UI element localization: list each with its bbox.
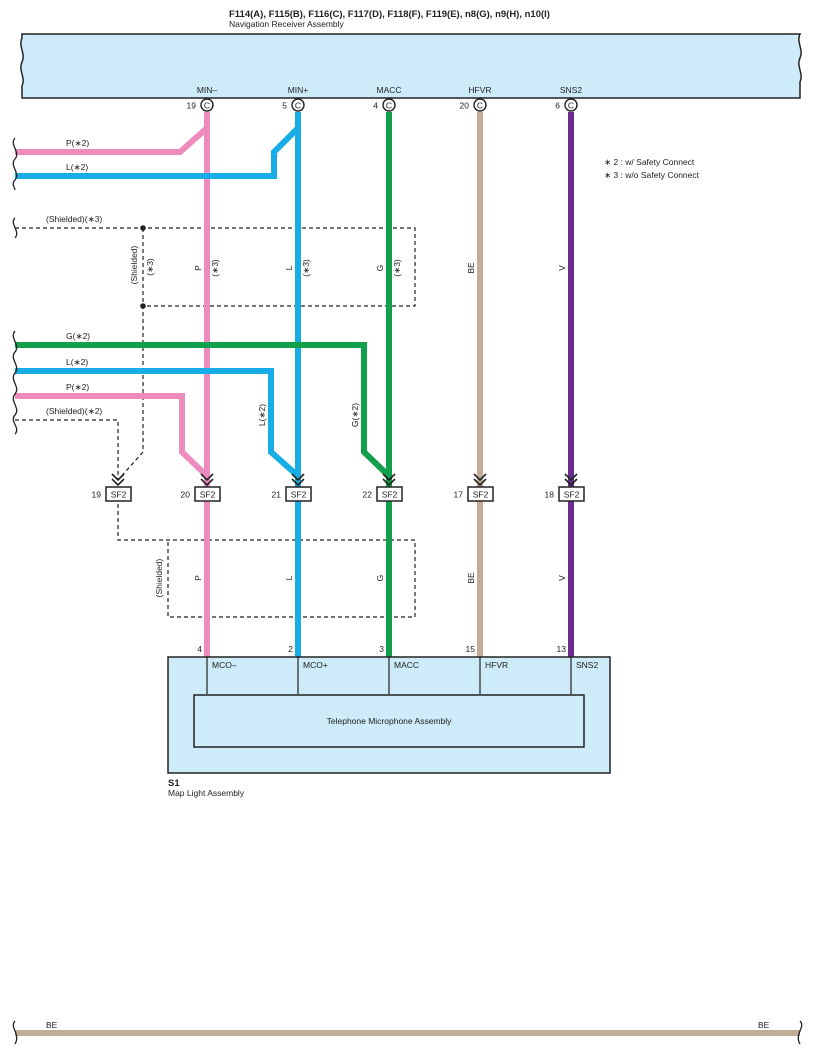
- svg-text:SF2: SF2: [291, 490, 307, 500]
- nav-pin-number: 6: [555, 101, 560, 111]
- note-star-3: ∗ 3 : w/o Safety Connect: [604, 170, 700, 180]
- wire-label-l-diag: L(∗2): [257, 404, 267, 426]
- map-pin-number: 13: [557, 644, 567, 654]
- svg-text:C: C: [204, 101, 210, 111]
- wire-blue-top-branch: [15, 125, 301, 179]
- nav-pin-label-min-minus: MIN–: [197, 85, 218, 95]
- wire-label-be-lower: BE: [466, 572, 476, 584]
- nav-pin-connectors: C C C C C: [200, 98, 578, 112]
- map-pin-number: 2: [288, 644, 293, 654]
- break-marks-left: [12, 137, 803, 1045]
- nav-pin-number: 20: [460, 101, 470, 111]
- svg-text:SF2: SF2: [111, 490, 127, 500]
- wire-label-star3: (∗3): [210, 259, 220, 277]
- map-pin-label-macc: MACC: [394, 660, 419, 670]
- wire-label-shielded-lower: (Shielded): [154, 558, 164, 597]
- splice-number: 22: [363, 490, 373, 500]
- map-pin-label-mco-minus: MCO–: [212, 660, 237, 670]
- map-light-name: Map Light Assembly: [168, 788, 245, 798]
- shield-junction-dot: [140, 225, 146, 231]
- wire-label-be-upper: BE: [466, 262, 476, 274]
- svg-text:C: C: [568, 101, 574, 111]
- wire-label-g-lower: G: [375, 575, 385, 582]
- nav-pin-number: 4: [373, 101, 378, 111]
- wire-label-p-lower: P: [193, 575, 203, 581]
- wire-green-mid-branch: [15, 342, 392, 479]
- nav-pin-label-macc: MACC: [376, 85, 401, 95]
- map-pin-label-hfvr: HFVR: [485, 660, 508, 670]
- wire-label-l-mid: L(∗2): [66, 357, 88, 367]
- wire-label-p-mid: P(∗2): [66, 382, 89, 392]
- shield-outline-top: [15, 227, 416, 452]
- svg-text:C: C: [295, 101, 301, 111]
- splice-chevrons: [111, 473, 578, 487]
- splice-number: 18: [545, 490, 555, 500]
- svg-text:SF2: SF2: [564, 490, 580, 500]
- wire-label-g-diag: G(∗2): [350, 403, 360, 427]
- telephone-microphone-label: Telephone Microphone Assembly: [327, 716, 452, 726]
- wire-label-star3: (∗3): [145, 258, 155, 276]
- splice-sf2-17: SF2: [467, 486, 494, 502]
- splice-sf2-19: SF2: [105, 486, 132, 502]
- wire-label-v-upper: V: [557, 265, 567, 271]
- wire-label-g-mid: G(∗2): [66, 331, 90, 341]
- shield-outline-mid: [15, 419, 144, 481]
- nav-pin-label-hfvr: HFVR: [468, 85, 491, 95]
- map-pin-label-sns2: SNS2: [576, 660, 598, 670]
- splice-number: 21: [272, 490, 282, 500]
- wire-pink-mid-branch: [15, 393, 210, 479]
- wire-label-star3: (∗3): [301, 259, 311, 277]
- bottom-wire-label-left: BE: [46, 1020, 58, 1030]
- svg-text:C: C: [386, 101, 392, 111]
- splice-number: 17: [454, 490, 464, 500]
- shield-outline-lower: [117, 504, 416, 618]
- svg-text:C: C: [477, 101, 483, 111]
- connector-list: F114(A), F115(B), F116(C), F117(D), F118…: [229, 9, 550, 20]
- splice-sf2-18: SF2: [558, 486, 585, 502]
- splice-number: 19: [92, 490, 102, 500]
- splice-number: 20: [181, 490, 191, 500]
- splice-sf2-21: SF2: [285, 486, 312, 502]
- nav-receiver-box: [20, 33, 802, 99]
- svg-text:SF2: SF2: [473, 490, 489, 500]
- map-pin-number: 3: [379, 644, 384, 654]
- map-light-code: S1: [168, 778, 180, 789]
- nav-pin-label-min-plus: MIN+: [288, 85, 309, 95]
- wire-label-shielded-vertical: (Shielded): [129, 245, 139, 284]
- wire-label-g-upper: G: [375, 265, 385, 272]
- nav-pin-number: 19: [187, 101, 197, 111]
- wire-label-l-lower: L: [284, 575, 294, 580]
- note-star-2: ∗ 2 : w/ Safety Connect: [604, 157, 695, 167]
- map-light-pin-dividers: [206, 657, 572, 694]
- wire-label-p-upper: P: [193, 265, 203, 271]
- map-pin-number: 4: [197, 644, 202, 654]
- splice-sf2-20: SF2: [194, 486, 221, 502]
- telephone-microphone-box: [193, 694, 585, 748]
- map-pin-label-mco-plus: MCO+: [303, 660, 328, 670]
- wire-label-shielded-top: (Shielded)(∗3): [46, 214, 102, 224]
- wire-pink-top-branch: [15, 125, 209, 155]
- splice-sf2-22: SF2: [376, 486, 403, 502]
- wire-label-p-top: P(∗2): [66, 138, 89, 148]
- wire-label-v-lower: V: [557, 575, 567, 581]
- map-pin-number: 15: [466, 644, 476, 654]
- shield-junction-dot: [140, 303, 146, 309]
- wire-label-star3: (∗3): [392, 259, 402, 277]
- svg-text:SF2: SF2: [200, 490, 216, 500]
- svg-text:SF2: SF2: [382, 490, 398, 500]
- wire-label-shielded-mid: (Shielded)(∗2): [46, 406, 102, 416]
- nav-pin-number: 5: [282, 101, 287, 111]
- wire-label-l-top: L(∗2): [66, 162, 88, 172]
- bottom-wire-label-right: BE: [758, 1020, 770, 1030]
- nav-pin-label-sns2: SNS2: [560, 85, 582, 95]
- wire-label-l-upper: L: [284, 265, 294, 270]
- wire-blue-mid-branch: [15, 368, 300, 479]
- nav-receiver-label: Navigation Receiver Assembly: [229, 19, 345, 29]
